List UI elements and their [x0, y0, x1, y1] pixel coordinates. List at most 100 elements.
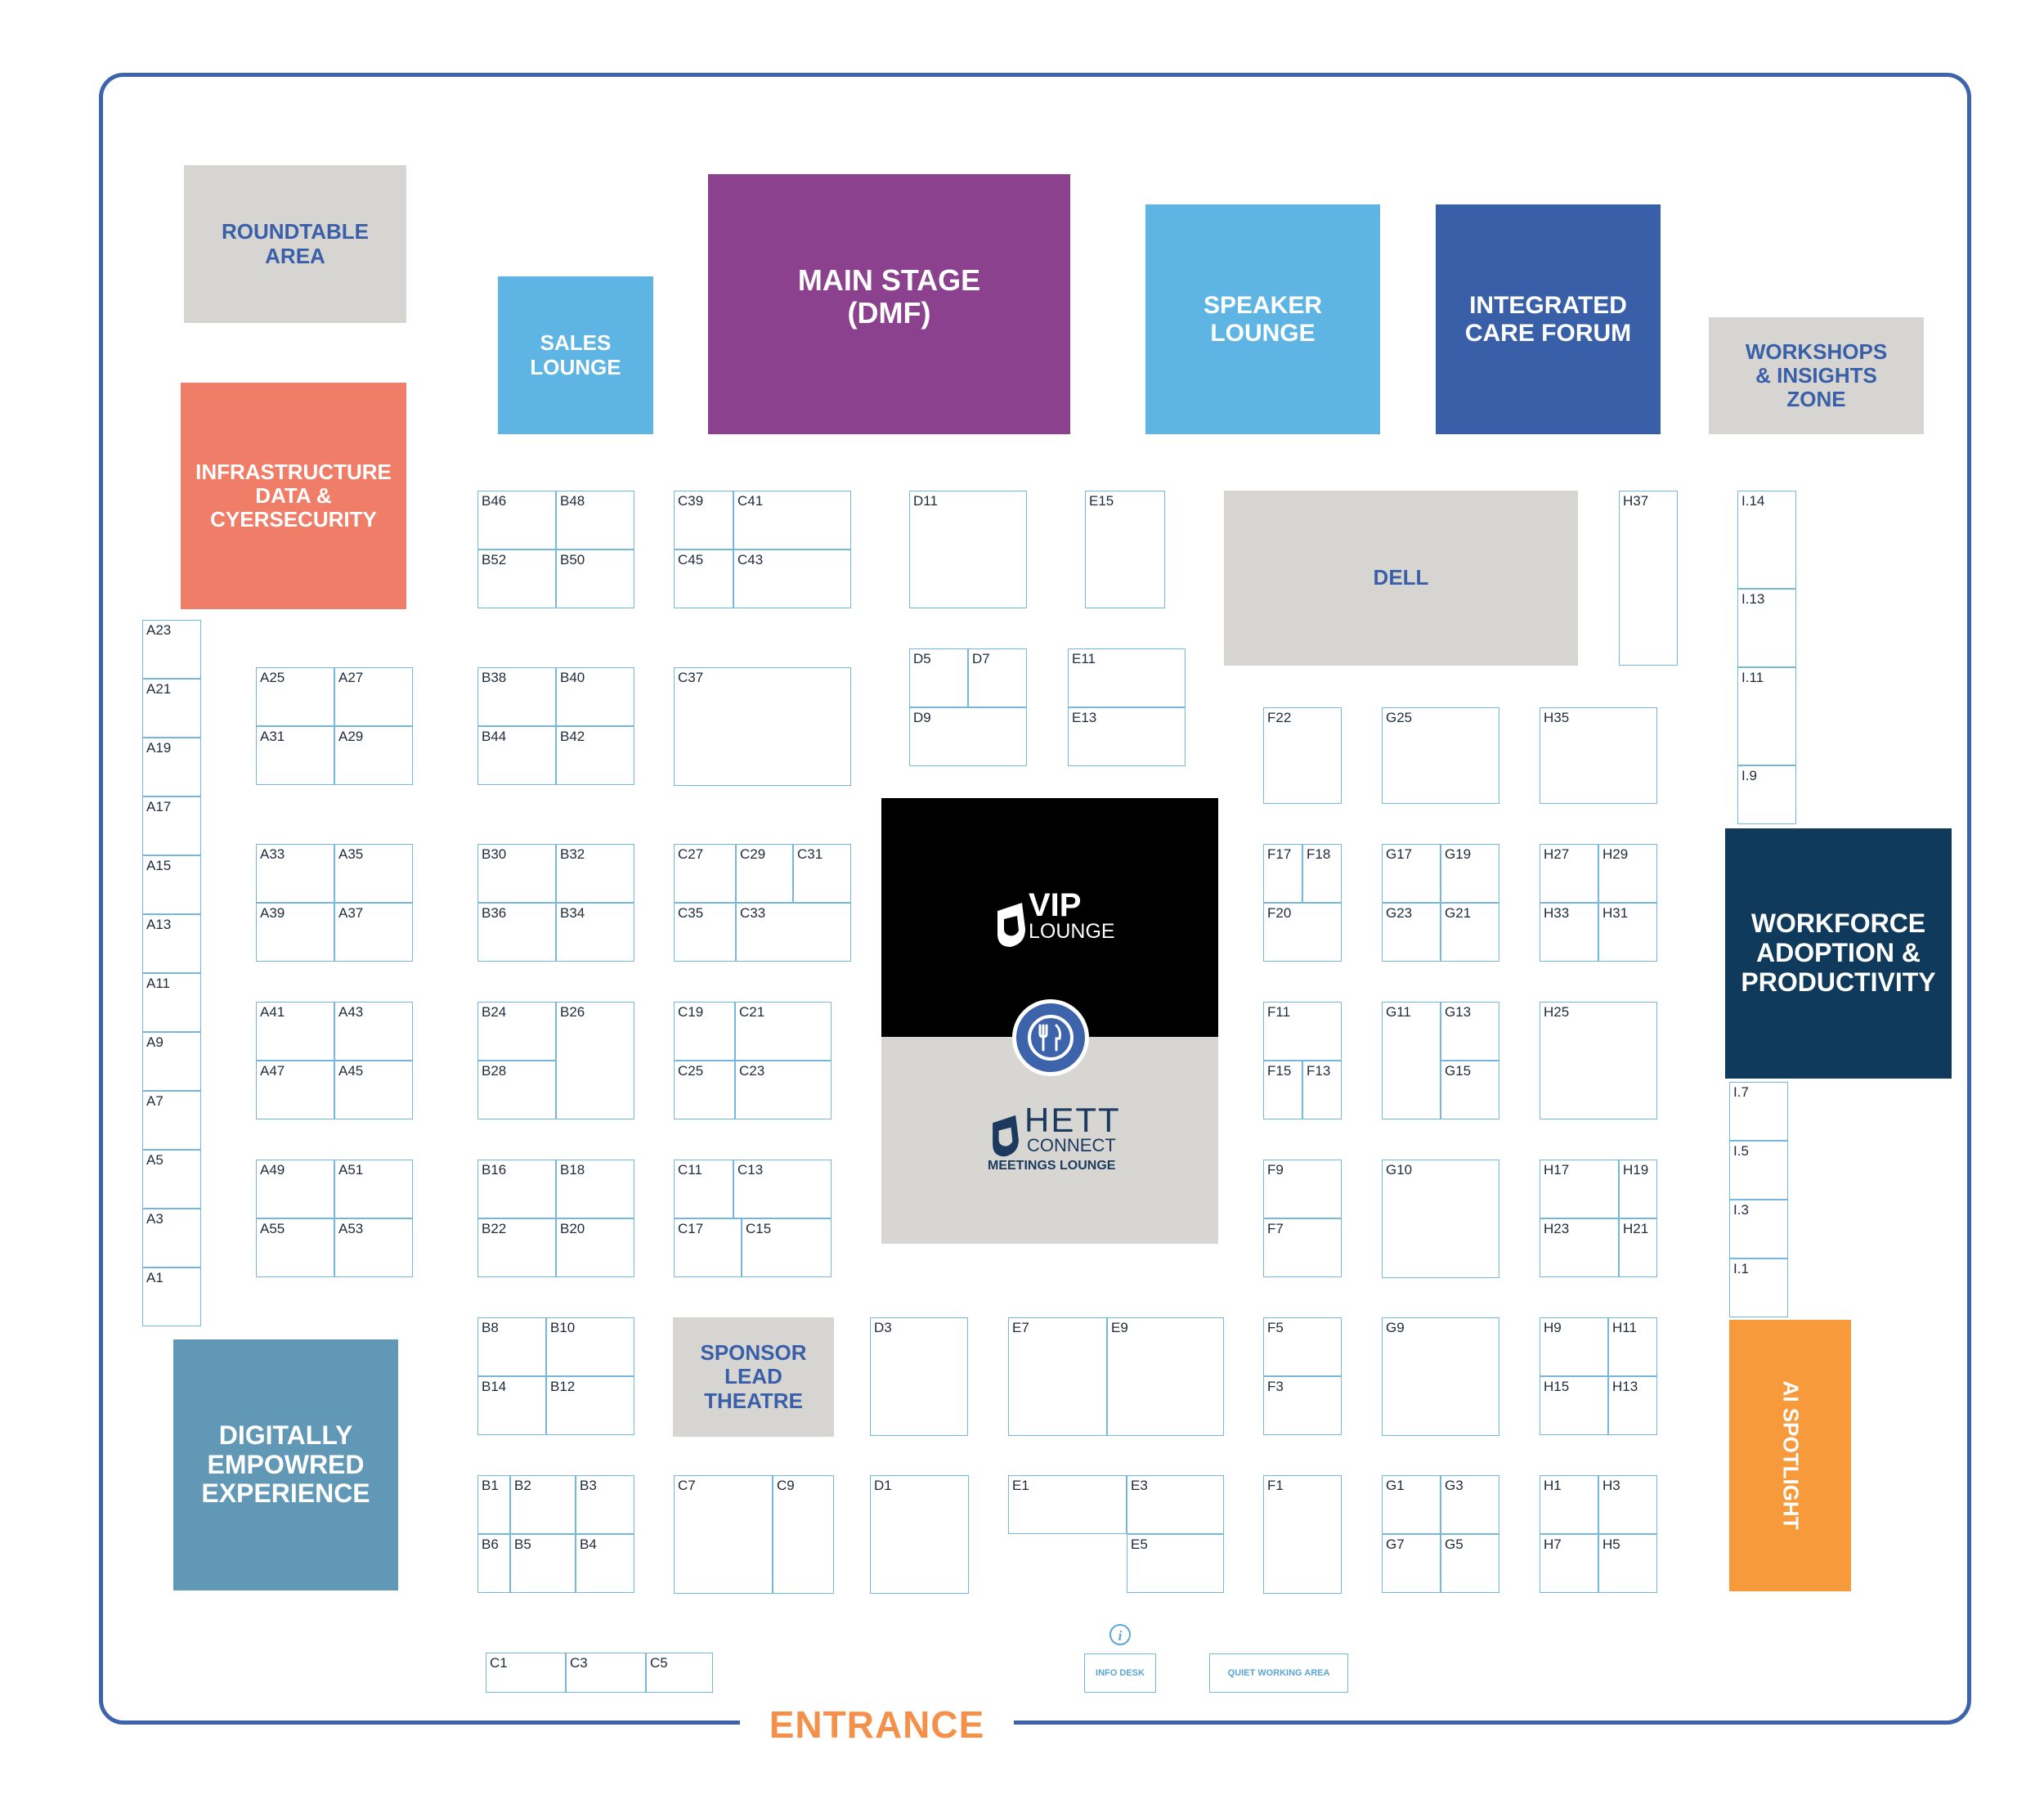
- booth-h29[interactable]: H29: [1598, 844, 1657, 903]
- booth-h1[interactable]: H1: [1540, 1475, 1598, 1534]
- booth-c3[interactable]: C3: [566, 1653, 646, 1693]
- booth-g3[interactable]: G3: [1441, 1475, 1499, 1534]
- booth-b6[interactable]: B6: [477, 1534, 510, 1593]
- sales-lounge[interactable]: SALES LOUNGE: [498, 276, 653, 434]
- booth-c13[interactable]: C13: [733, 1160, 831, 1218]
- booth-b38[interactable]: B38: [477, 667, 556, 726]
- booth-f22[interactable]: F22: [1263, 707, 1342, 804]
- booth-d9[interactable]: D9: [909, 707, 1027, 766]
- booth-c43[interactable]: C43: [733, 550, 851, 608]
- booth-a27[interactable]: A27: [334, 667, 413, 726]
- booth-e13[interactable]: E13: [1068, 707, 1186, 766]
- booth-i14[interactable]: I.14: [1737, 491, 1796, 589]
- booth-i11[interactable]: I.11: [1737, 667, 1796, 765]
- booth-b26[interactable]: B26: [556, 1002, 634, 1119]
- booth-a23[interactable]: A23: [142, 620, 201, 679]
- booth-i13[interactable]: I.13: [1737, 589, 1796, 667]
- infrastructure-zone[interactable]: INFRASTRUCTURE DATA & CYERSECURITY: [181, 383, 406, 609]
- booth-a17[interactable]: A17: [142, 796, 201, 855]
- booth-a21[interactable]: A21: [142, 679, 201, 738]
- booth-d11[interactable]: D11: [909, 491, 1027, 608]
- booth-h27[interactable]: H27: [1540, 844, 1598, 903]
- booth-h15[interactable]: H15: [1540, 1376, 1608, 1435]
- booth-b30[interactable]: B30: [477, 844, 556, 903]
- booth-b8[interactable]: B8: [477, 1317, 546, 1376]
- booth-c17[interactable]: C17: [674, 1218, 742, 1277]
- booth-d3[interactable]: D3: [870, 1317, 968, 1436]
- booth-c37[interactable]: C37: [674, 667, 851, 786]
- booth-b18[interactable]: B18: [556, 1160, 634, 1218]
- booth-c45[interactable]: C45: [674, 550, 733, 608]
- booth-f3[interactable]: F3: [1263, 1376, 1342, 1435]
- booth-g21[interactable]: G21: [1441, 903, 1499, 962]
- booth-i7[interactable]: I.7: [1729, 1082, 1788, 1141]
- booth-i1[interactable]: I.1: [1729, 1258, 1788, 1317]
- speaker-lounge[interactable]: SPEAKER LOUNGE: [1145, 204, 1380, 434]
- booth-b16[interactable]: B16: [477, 1160, 556, 1218]
- booth-c15[interactable]: C15: [742, 1218, 831, 1277]
- booth-h21[interactable]: H21: [1619, 1218, 1657, 1277]
- booth-g23[interactable]: G23: [1382, 903, 1441, 962]
- booth-b40[interactable]: B40: [556, 667, 634, 726]
- booth-h33[interactable]: H33: [1540, 903, 1598, 962]
- booth-a39[interactable]: A39: [256, 903, 334, 962]
- booth-f13[interactable]: F13: [1302, 1061, 1342, 1119]
- booth-f11[interactable]: F11: [1263, 1002, 1342, 1061]
- booth-g15[interactable]: G15: [1441, 1061, 1499, 1119]
- dell-stand[interactable]: DELL: [1224, 491, 1578, 666]
- booth-c33[interactable]: C33: [736, 903, 851, 962]
- booth-b20[interactable]: B20: [556, 1218, 634, 1277]
- booth-a37[interactable]: A37: [334, 903, 413, 962]
- booth-g25[interactable]: G25: [1382, 707, 1499, 804]
- booth-h35[interactable]: H35: [1540, 707, 1657, 804]
- booth-c1[interactable]: C1: [486, 1653, 566, 1693]
- booth-i9[interactable]: I.9: [1737, 765, 1796, 824]
- booth-a13[interactable]: A13: [142, 914, 201, 973]
- booth-a31[interactable]: A31: [256, 726, 334, 785]
- booth-h5[interactable]: H5: [1598, 1534, 1657, 1593]
- booth-h25[interactable]: H25: [1540, 1002, 1657, 1119]
- booth-f17[interactable]: F17: [1263, 844, 1302, 903]
- booth-g11[interactable]: G11: [1382, 1002, 1441, 1119]
- booth-a25[interactable]: A25: [256, 667, 334, 726]
- booth-a9[interactable]: A9: [142, 1032, 201, 1091]
- booth-b22[interactable]: B22: [477, 1218, 556, 1277]
- booth-g7[interactable]: G7: [1382, 1534, 1441, 1593]
- booth-e3[interactable]: E3: [1127, 1475, 1224, 1534]
- booth-b10[interactable]: B10: [546, 1317, 634, 1376]
- roundtable-area[interactable]: ROUNDTABLE AREA: [184, 165, 406, 323]
- booth-c31[interactable]: C31: [793, 844, 851, 903]
- integrated-care-forum[interactable]: INTEGRATED CARE FORUM: [1436, 204, 1661, 434]
- booth-e11[interactable]: E11: [1068, 648, 1186, 707]
- booth-a47[interactable]: A47: [256, 1061, 334, 1119]
- booth-c11[interactable]: C11: [674, 1160, 733, 1218]
- booth-c27[interactable]: C27: [674, 844, 736, 903]
- booth-g5[interactable]: G5: [1441, 1534, 1499, 1593]
- booth-c35[interactable]: C35: [674, 903, 736, 962]
- booth-a19[interactable]: A19: [142, 738, 201, 796]
- booth-a53[interactable]: A53: [334, 1218, 413, 1277]
- booth-a45[interactable]: A45: [334, 1061, 413, 1119]
- booth-b34[interactable]: B34: [556, 903, 634, 962]
- workshops-insights-zone[interactable]: WORKSHOPS & INSIGHTS ZONE: [1709, 317, 1924, 434]
- booth-f5[interactable]: F5: [1263, 1317, 1342, 1376]
- booth-a3[interactable]: A3: [142, 1209, 201, 1267]
- booth-c29[interactable]: C29: [736, 844, 793, 903]
- booth-b28[interactable]: B28: [477, 1061, 556, 1119]
- booth-h17[interactable]: H17: [1540, 1160, 1619, 1218]
- booth-b46[interactable]: B46: [477, 491, 556, 550]
- booth-f7[interactable]: F7: [1263, 1218, 1342, 1277]
- booth-c19[interactable]: C19: [674, 1002, 735, 1061]
- vip-lounge[interactable]: [881, 798, 1218, 1037]
- booth-h7[interactable]: H7: [1540, 1534, 1598, 1593]
- booth-b1[interactable]: B1: [477, 1475, 510, 1534]
- booth-a7[interactable]: A7: [142, 1091, 201, 1150]
- booth-b4[interactable]: B4: [576, 1534, 634, 1593]
- booth-g13[interactable]: G13: [1441, 1002, 1499, 1061]
- booth-d7[interactable]: D7: [968, 648, 1027, 707]
- booth-i3[interactable]: I.3: [1729, 1200, 1788, 1258]
- booth-a51[interactable]: A51: [334, 1160, 413, 1218]
- booth-i5[interactable]: I.5: [1729, 1141, 1788, 1200]
- booth-c21[interactable]: C21: [735, 1002, 831, 1061]
- booth-b52[interactable]: B52: [477, 550, 556, 608]
